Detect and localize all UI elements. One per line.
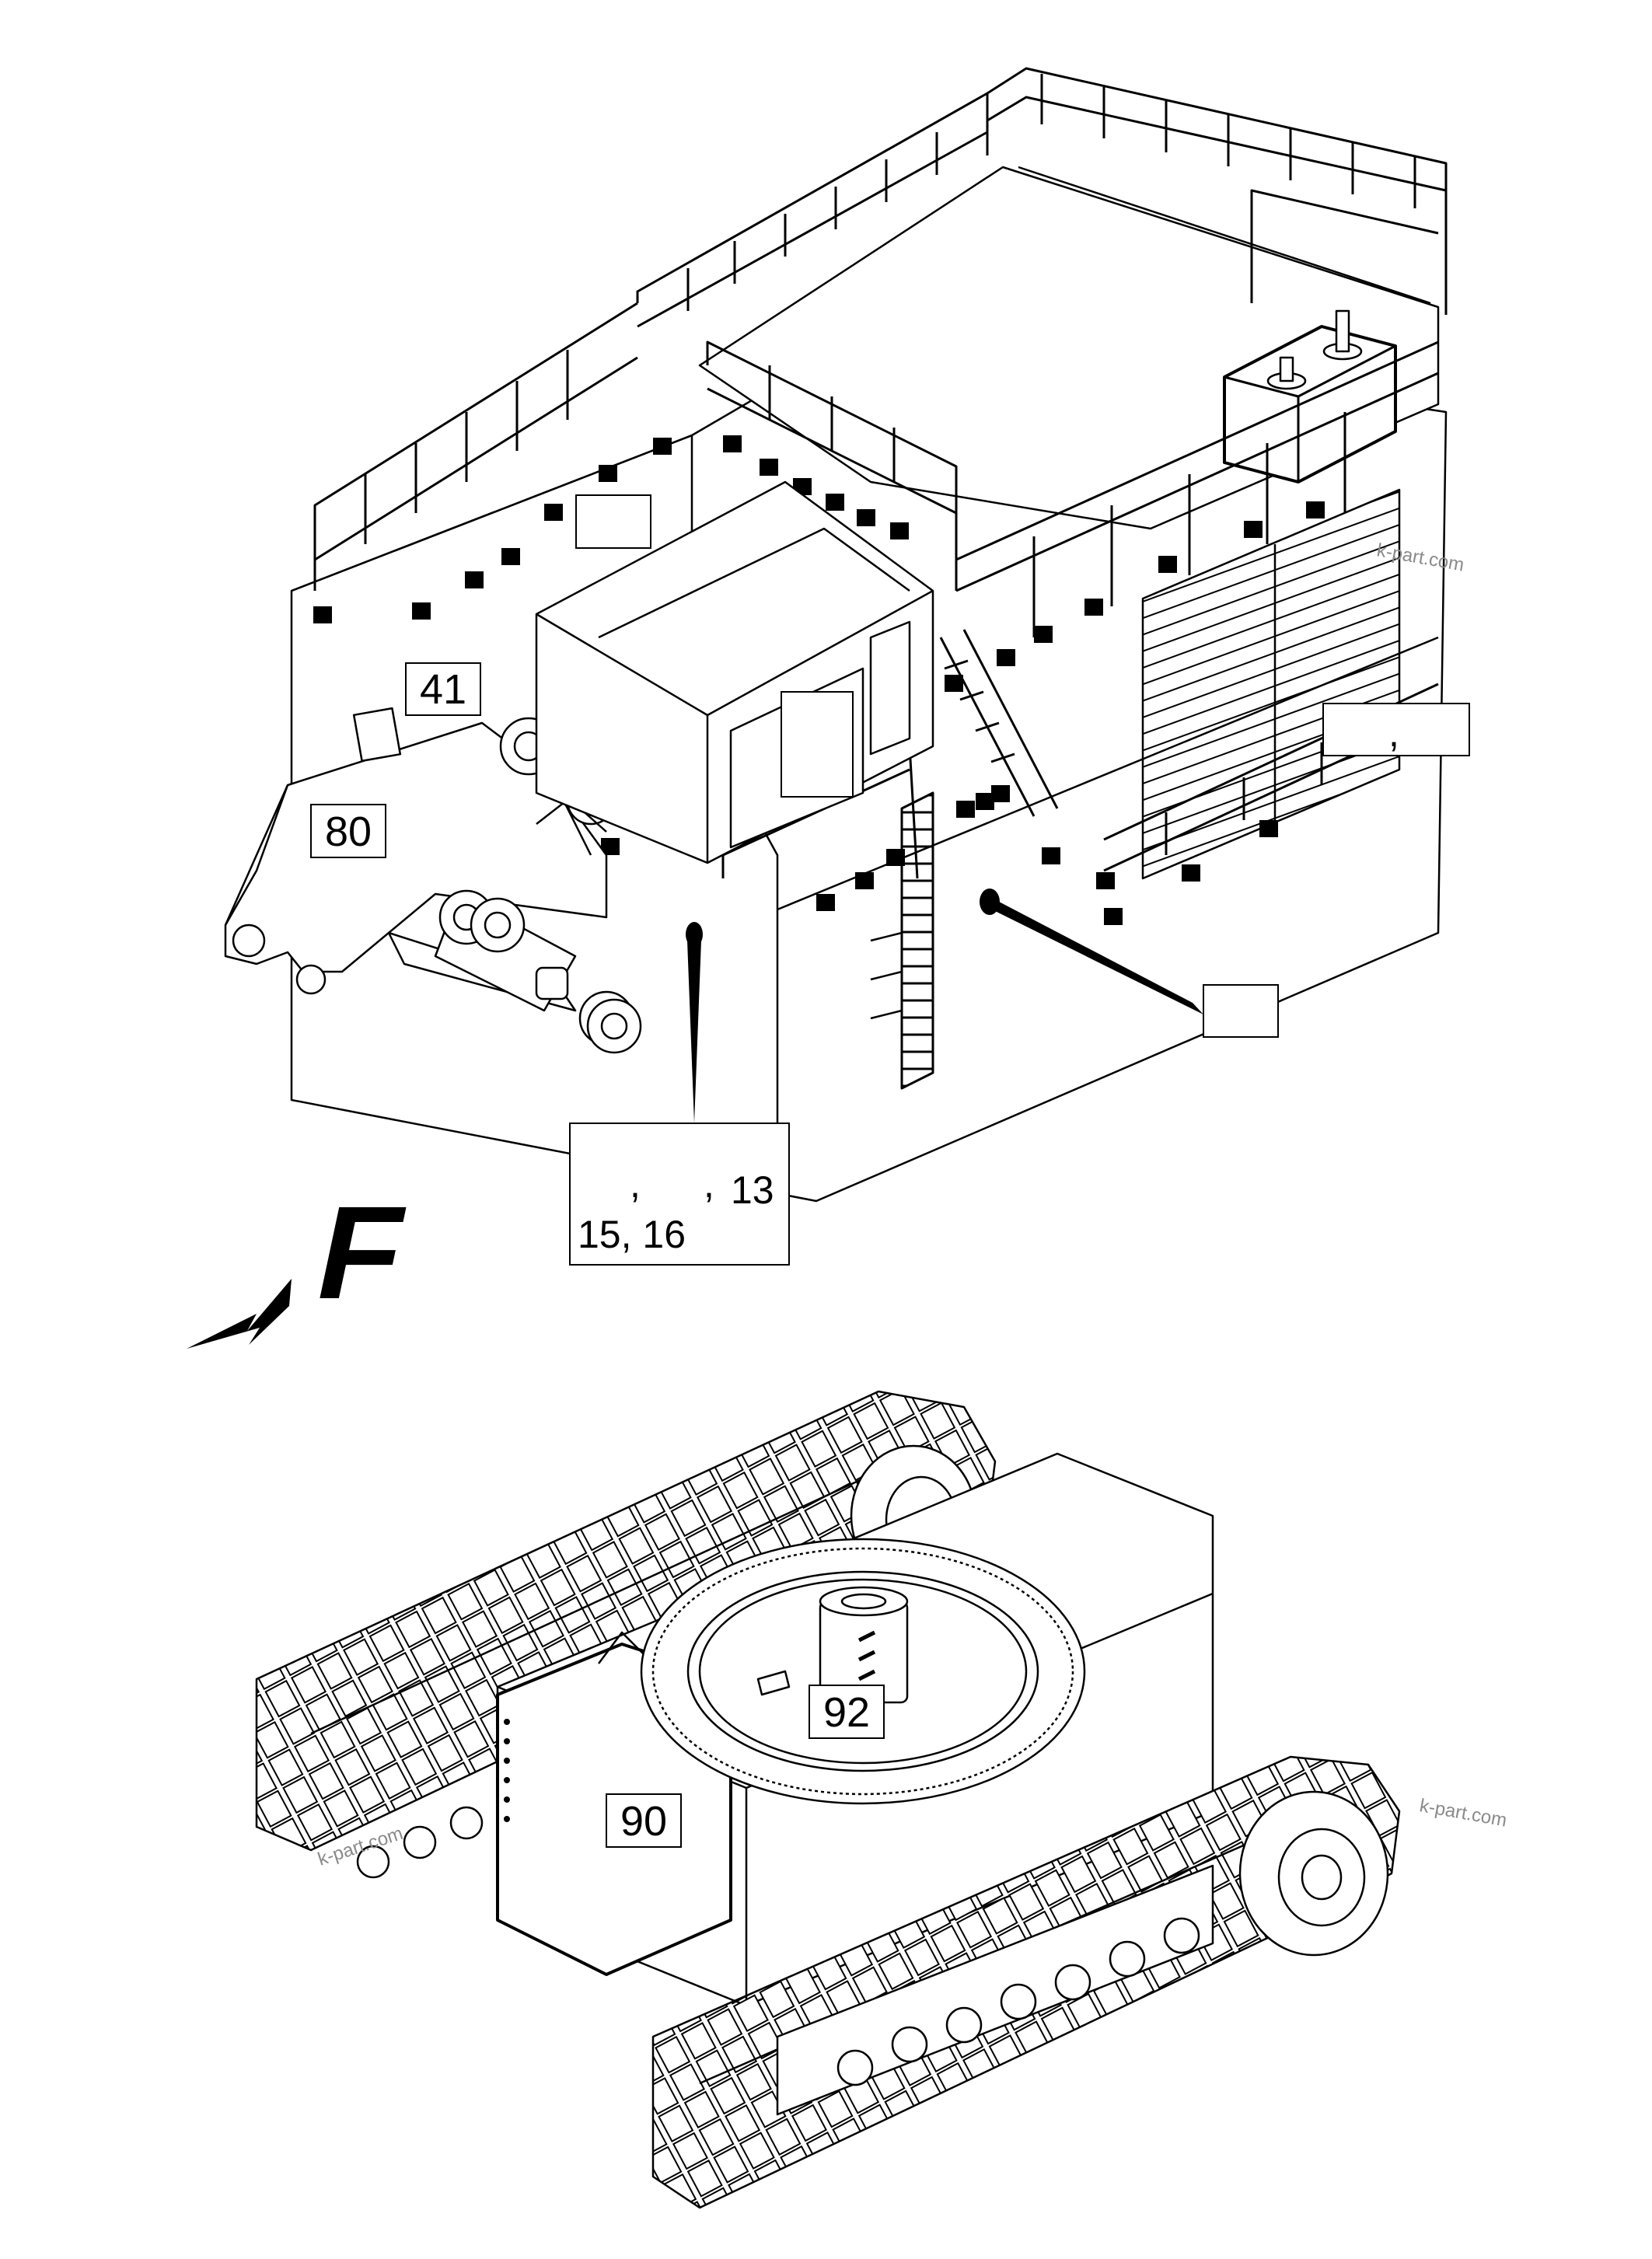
callout-box-comma — [1322, 703, 1470, 756]
callout-92-box — [809, 1685, 885, 1739]
callout-box-empty-a — [575, 494, 651, 549]
callout-multi-box — [569, 1123, 790, 1266]
leader-lines-upper — [686, 889, 1203, 1123]
watermark-bottom-right: k-part.com — [1418, 1795, 1508, 1831]
callout-15-16: 15, 16 — [578, 1213, 686, 1256]
callout-90-box — [606, 1793, 682, 1848]
callout-41-box — [405, 662, 481, 716]
front-direction-indicator: F — [187, 1179, 417, 1349]
callout-80: 80 — [325, 808, 372, 855]
callout-80-box — [310, 804, 386, 858]
front-direction-label: F — [305, 1179, 417, 1327]
callout-box-empty-b — [781, 691, 854, 798]
callout-92: 92 — [823, 1689, 870, 1736]
arrow-icon — [187, 1279, 292, 1349]
callout-comma-b: , — [704, 1162, 714, 1206]
undercarriage-drawing — [255, 1390, 1401, 2209]
callout-comma-a: , — [630, 1162, 641, 1206]
callout-13: 13 — [731, 1168, 774, 1212]
callout-box-empty-c — [1203, 984, 1279, 1038]
callout-90: 90 — [620, 1798, 667, 1845]
callout-41: 41 — [420, 666, 466, 713]
callout-comma-right: , — [1388, 711, 1399, 755]
